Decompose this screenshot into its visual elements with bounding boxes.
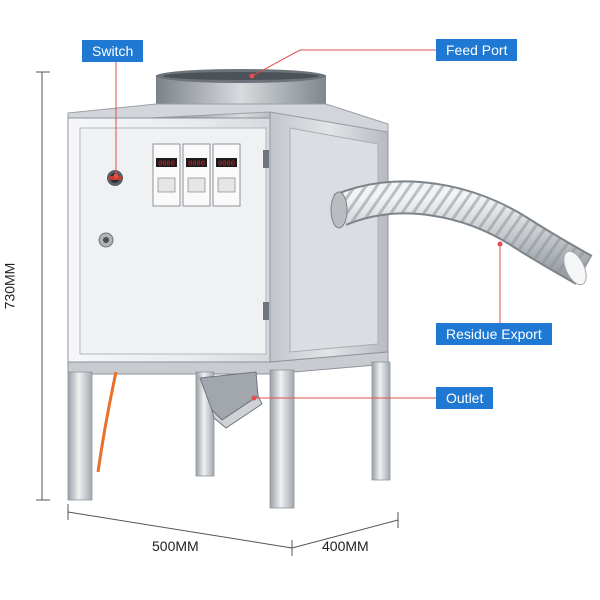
front-left-leg [67, 371, 93, 501]
width-dimension-label: 500MM [152, 538, 199, 554]
leader-dots [113, 73, 503, 401]
timer-display: 0000 [218, 160, 235, 168]
front-right-leg [269, 369, 295, 509]
power-cable [96, 371, 118, 473]
residue-export-label: Residue Export [436, 323, 552, 345]
residue-hose [330, 180, 593, 286]
depth-dimension-line [291, 512, 399, 549]
switch-label: Switch [82, 40, 144, 62]
rear-right-leg [371, 361, 391, 481]
height-dimension-label: 730MM [1, 262, 18, 310]
timer-module-2: 0000 [182, 143, 211, 207]
side-panel-inset [289, 127, 379, 353]
timer-display: 0000 [188, 160, 205, 168]
door-hinge [263, 150, 269, 168]
door-hinge [263, 302, 269, 320]
depth-dimension-label: 400MM [322, 538, 369, 554]
height-dimension-line [36, 71, 50, 501]
timer-module-3: 0000 [212, 143, 241, 207]
door-lock [98, 232, 114, 248]
timer-module-1: 0000 [152, 143, 181, 207]
feed-port-leader [251, 49, 436, 77]
residue-export-leader [438, 244, 501, 335]
timer-display: 0000 [158, 160, 175, 168]
feed-port-label: Feed Port [436, 39, 518, 61]
outlet-chute [199, 371, 263, 429]
outlet-label: Outlet [436, 387, 494, 409]
